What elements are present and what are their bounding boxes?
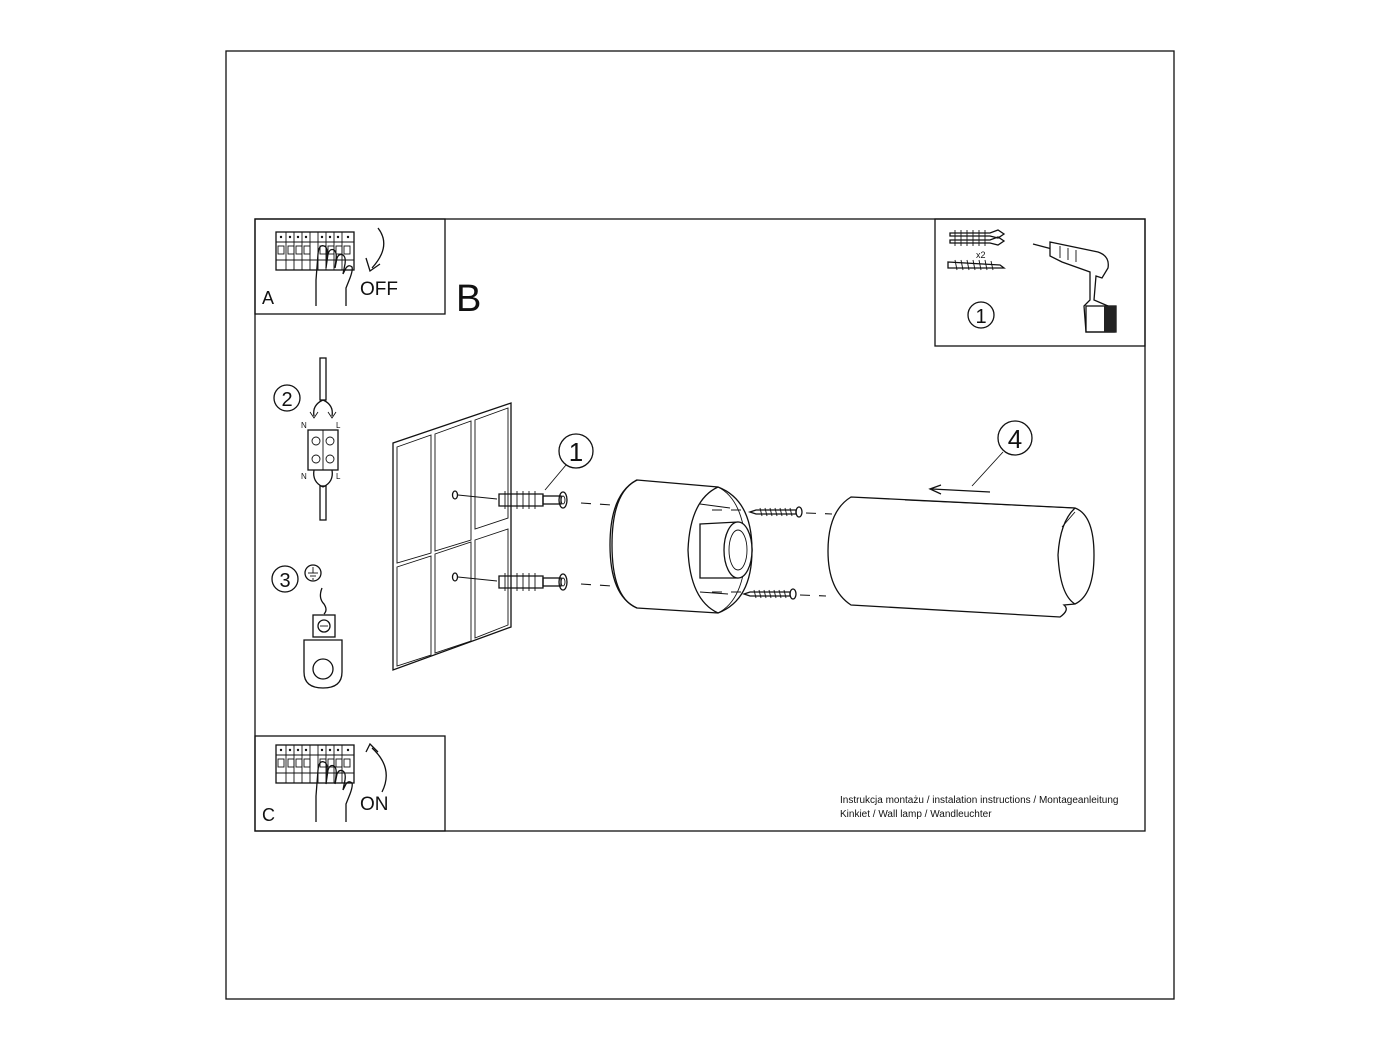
panel-a-power-off: A OFF xyxy=(254,218,446,315)
page-frame xyxy=(225,50,1175,1000)
panel-c-power-on: C ON xyxy=(254,735,446,832)
panel-a-letter: A xyxy=(262,288,274,308)
ground-step: 3 xyxy=(271,564,343,689)
panel-a-caption: OFF xyxy=(360,279,398,300)
lamp-shade xyxy=(827,496,1095,618)
drill-hole xyxy=(451,490,459,500)
tools-step-number: 1 xyxy=(975,306,986,328)
wall-anchor xyxy=(498,572,568,592)
curved-arrow-up-icon xyxy=(371,747,387,793)
mounting-screw xyxy=(749,506,803,518)
wire-label-neutral-top: N xyxy=(301,421,307,430)
panel-c-caption: ON xyxy=(360,794,389,815)
ground-symbol-icon xyxy=(304,564,322,582)
panel-b-letter: B xyxy=(456,278,481,320)
panel-c-letter: C xyxy=(262,805,275,825)
anchors-callout: 1 xyxy=(544,433,594,491)
wall-anchor xyxy=(498,490,568,510)
drill-icon xyxy=(1032,241,1117,333)
screws-icon xyxy=(947,259,1006,271)
anchors-step-number: 1 xyxy=(569,437,583,467)
footer-subtitle: Kinkiet / Wall lamp / Wandleuchter xyxy=(840,809,992,820)
curved-arrow-down-icon xyxy=(371,227,385,269)
quantity-label: x2 xyxy=(976,250,986,260)
wire-label-live-bottom: L xyxy=(336,472,341,481)
mounting-base xyxy=(609,479,753,614)
wall-tiles xyxy=(392,402,512,671)
wiring-step: 2 N L N L xyxy=(273,357,341,521)
ground-step-number: 3 xyxy=(279,570,290,592)
diagram-frame xyxy=(254,218,1146,832)
dowels-icon xyxy=(949,229,1006,246)
wiring-step-number: 2 xyxy=(281,389,292,411)
wire-label-neutral-bottom: N xyxy=(301,472,307,481)
slide-arrow-icon xyxy=(931,488,991,493)
footer-title: Instrukcja montażu / instalation instruc… xyxy=(840,795,1119,806)
breaker-box-icon xyxy=(275,231,355,271)
drill-hole xyxy=(451,572,459,582)
tools-panel: x2 1 xyxy=(934,218,1146,347)
ground-terminal-icon xyxy=(303,614,343,689)
cover-step-number: 4 xyxy=(1008,424,1022,454)
cover-callout: 4 xyxy=(928,420,1033,495)
wire-label-live-top: L xyxy=(336,421,341,430)
breaker-box-icon xyxy=(275,744,355,784)
mounting-screw xyxy=(743,588,797,600)
